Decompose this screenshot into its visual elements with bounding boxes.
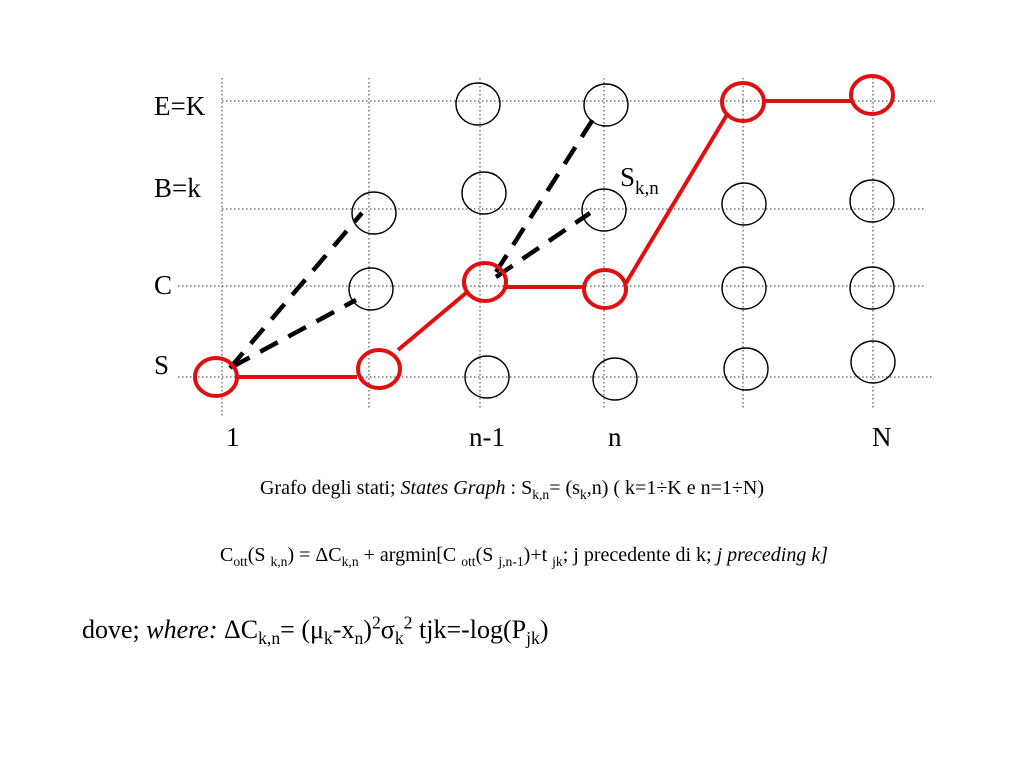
- definition-text-italic: where:: [146, 615, 218, 644]
- caption-text: = (s: [549, 477, 580, 499]
- col-label-N: N: [872, 422, 892, 452]
- caption-text: ,n) ( k=1÷K e n=1÷N): [586, 477, 764, 499]
- formula-subscript: ott: [461, 553, 476, 569]
- state-node: [850, 340, 896, 384]
- col-label-n-1: n-1: [469, 422, 505, 452]
- formula-text: (S: [247, 544, 271, 566]
- state-node: [849, 266, 895, 310]
- path-node: [849, 74, 895, 116]
- definition-subscript: n: [354, 628, 364, 649]
- dashed-edge: [228, 211, 364, 370]
- state-node: [351, 191, 397, 235]
- definition-subscript: k,n: [258, 628, 281, 649]
- state-nodes: [348, 82, 896, 401]
- formula-text: ; j precedente di k;: [562, 544, 717, 566]
- caption-text: Grafo degli stati;: [259, 477, 401, 499]
- definition-text: dove;: [82, 615, 147, 644]
- definition-superscript: 2: [403, 612, 413, 633]
- definition-subscript: k: [323, 628, 333, 649]
- caption-definitions: dove; where: ΔCk,n= (μk-xn)2σk2 tjk=-log…: [82, 612, 982, 649]
- state-node: [455, 82, 501, 126]
- grid: [178, 78, 935, 418]
- state-node: [721, 182, 767, 226]
- state-node: [581, 188, 627, 232]
- row-label-ek: E=K: [154, 91, 206, 121]
- row-label-s: S: [154, 350, 169, 380]
- formula-subscript: jk: [552, 553, 563, 569]
- definition-superscript: 2: [371, 612, 381, 633]
- dashed-edge: [494, 114, 597, 274]
- state-node: [348, 267, 394, 311]
- formula-text: + argmin[C: [358, 544, 462, 566]
- definition-text: σ: [380, 615, 395, 644]
- dashed-transitions: [228, 114, 597, 370]
- path-edge: [396, 291, 468, 352]
- formula-subscript: j,n-1: [498, 553, 524, 569]
- row-label-bk: B=k: [154, 173, 201, 203]
- caption-subscript: k: [579, 486, 587, 502]
- state-node: [461, 171, 507, 215]
- path-node: [462, 261, 508, 303]
- dashed-edge: [230, 298, 358, 369]
- definition-subscript: k: [394, 628, 404, 649]
- formula-subscript: k,n: [341, 553, 359, 569]
- node-label-sub: k,n: [635, 178, 659, 199]
- definition-text: ΔC: [217, 615, 259, 644]
- formula-text-italic: j preceding k]: [716, 544, 829, 566]
- state-node: [583, 83, 629, 127]
- path-node: [356, 348, 402, 390]
- state-node: [849, 179, 895, 223]
- formula-text: ) = ΔC: [287, 544, 342, 566]
- row-label-c: C: [154, 270, 172, 300]
- path-node: [720, 81, 766, 123]
- definition-text: = (μ: [280, 615, 324, 644]
- caption-text-italic: States Graph: [400, 477, 506, 499]
- definition-text: ): [539, 615, 549, 644]
- col-label-1: 1: [226, 422, 240, 452]
- state-node: [721, 266, 767, 310]
- caption-text: : S: [505, 477, 533, 499]
- caption-subscript: k,n: [532, 486, 550, 502]
- formula-text: C: [219, 544, 234, 566]
- optimal-path: [193, 74, 895, 398]
- definition-text: tjk=-log(P: [412, 615, 527, 644]
- definition-text: -x: [332, 615, 355, 644]
- node-label-skn: Sk,n: [620, 162, 659, 199]
- path-node: [193, 356, 239, 398]
- col-label-n: n: [608, 422, 622, 452]
- state-node: [723, 347, 769, 391]
- formula-text: (S: [475, 544, 499, 566]
- node-label-main: S: [620, 162, 635, 192]
- state-node: [464, 355, 510, 399]
- definition-text: ): [363, 615, 372, 644]
- formula-subscript: k,n: [270, 553, 288, 569]
- dashed-edge: [494, 211, 592, 279]
- path-node: [582, 268, 628, 310]
- definition-subscript: jk: [526, 628, 540, 649]
- state-node: [592, 357, 638, 401]
- caption-states-graph: Grafo degli stati; States Graph : Sk,n= …: [0, 477, 1024, 502]
- formula-subscript: ott: [233, 553, 248, 569]
- path-edge: [624, 111, 730, 285]
- caption-cost-formula: Cott(S k,n) = ΔCk,n + argmin[C ott(S j,n…: [12, 544, 1024, 569]
- formula-text: )+t: [523, 544, 553, 566]
